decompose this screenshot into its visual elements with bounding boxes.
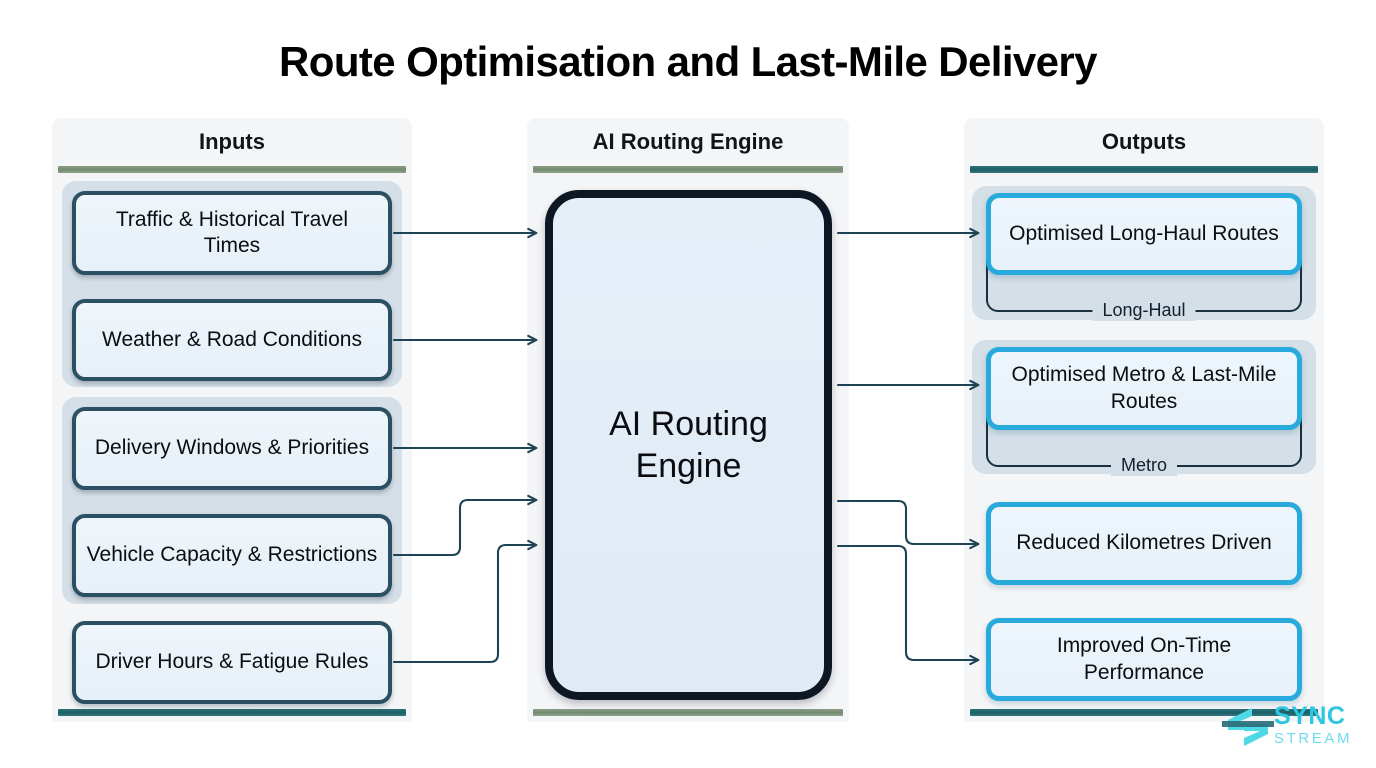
logo-wordmark: SYNC STREAM <box>1274 702 1353 747</box>
input-card-label: Weather & Road Conditions <box>102 327 362 351</box>
input-card-label: Driver Hours & Fatigue Rules <box>95 650 369 674</box>
inputs-column-header: Inputs <box>199 129 265 154</box>
output-card-on-time-performance[interactable]: Improved On-Time Performance <box>986 618 1302 701</box>
engine-card-label: AI Routing Engine <box>609 404 768 486</box>
ai-routing-engine-card[interactable]: AI Routing Engine <box>545 190 832 700</box>
logo-stream-text: STREAM <box>1274 730 1353 747</box>
input-card-delivery-windows[interactable]: Delivery Windows & Priorities <box>72 407 392 490</box>
page-title: Route Optimisation and Last-Mile Deliver… <box>279 38 1097 85</box>
inputs-footer-divider <box>58 709 406 716</box>
output-card-reduced-kilometres[interactable]: Reduced Kilometres Driven <box>986 502 1302 585</box>
output-fieldset-label-long-haul: Long-Haul <box>1092 300 1196 321</box>
brand-logo: SYNC STREAM <box>1222 702 1362 760</box>
input-card-weather[interactable]: Weather & Road Conditions <box>72 299 392 381</box>
connector-driver-to-engine <box>392 539 538 664</box>
connector-engine-to-on-time <box>836 544 980 666</box>
outputs-header-divider <box>970 166 1318 173</box>
engine-header-divider <box>533 166 843 173</box>
logo-sync-text: SYNC <box>1274 702 1346 730</box>
output-card-label: Reduced Kilometres Driven <box>1016 531 1272 555</box>
output-card-metro-last-mile[interactable]: Optimised Metro & Last-Mile Routes <box>986 347 1302 430</box>
output-card-label: Optimised Long-Haul Routes <box>1009 221 1279 245</box>
output-card-label: Optimised Metro & Last-Mile Routes <box>1011 363 1277 413</box>
outputs-footer-divider <box>970 709 1318 716</box>
input-card-label: Traffic & Historical Travel Times <box>115 207 349 257</box>
input-card-label: Delivery Windows & Priorities <box>94 436 370 460</box>
input-card-vehicle-capacity[interactable]: Vehicle Capacity & Restrictions <box>72 514 392 597</box>
engine-column-header: AI Routing Engine <box>592 129 784 154</box>
output-fieldset-label-metro: Metro <box>1110 455 1178 476</box>
output-card-long-haul[interactable]: Optimised Long-Haul Routes <box>986 193 1302 275</box>
sync-stream-mark-icon <box>1222 708 1274 746</box>
inputs-header-divider <box>58 166 406 173</box>
connector-vehicle-to-engine <box>392 494 538 557</box>
input-card-traffic[interactable]: Traffic & Historical Travel Times <box>72 191 392 275</box>
engine-footer-divider <box>533 709 843 716</box>
input-card-label: Vehicle Capacity & Restrictions <box>86 543 378 567</box>
outputs-column-header: Outputs <box>1101 129 1187 154</box>
connector-engine-to-reduced-km <box>836 499 980 550</box>
output-card-label: Improved On-Time Performance <box>1056 634 1232 684</box>
input-card-driver-hours[interactable]: Driver Hours & Fatigue Rules <box>72 621 392 704</box>
